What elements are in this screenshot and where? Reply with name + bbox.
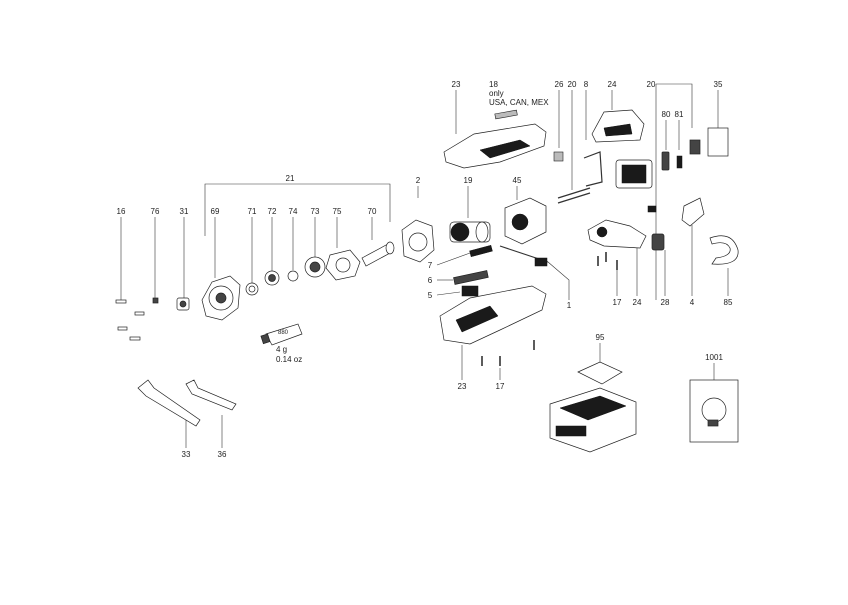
part-26-shape — [553, 151, 564, 162]
housing-top-23-shape — [443, 123, 547, 169]
screw-76-shape — [152, 297, 159, 304]
label-21: 21 — [286, 174, 295, 183]
switch-6-shape — [453, 270, 489, 285]
rods-20-shape — [557, 187, 591, 204]
label-36: 36 — [218, 450, 227, 459]
flange-75-shape — [325, 249, 361, 281]
part-4-shape — [681, 197, 705, 227]
note-only: only — [489, 89, 504, 98]
cover-24-top-shape — [591, 109, 645, 143]
screws-17-bot-shape — [481, 340, 535, 366]
part-80-shape — [661, 151, 670, 171]
rotor-19-shape — [449, 221, 491, 243]
parts — [115, 109, 739, 453]
label-19: 19 — [464, 176, 473, 185]
part-81-shape — [676, 155, 683, 169]
part-20-right-shape — [689, 139, 701, 155]
label-81: 81 — [675, 110, 684, 119]
label-20-a: 20 — [568, 80, 577, 89]
label-6: 6 — [428, 276, 433, 285]
label-28: 28 — [661, 298, 670, 307]
screw-16-shape — [115, 299, 145, 341]
housing-bottom-23-shape — [439, 285, 547, 345]
label-75: 75 — [333, 207, 342, 216]
leader-lines — [120, 83, 729, 448]
label-95: 95 — [596, 333, 605, 342]
label-4: 4 — [690, 298, 695, 307]
label-23-top: 23 — [452, 80, 461, 89]
part-5-shape — [461, 285, 479, 297]
label-18: 18 — [489, 80, 498, 89]
label-76: 76 — [151, 207, 160, 216]
cover-24-mid-shape — [587, 219, 647, 249]
label-35: 35 — [714, 80, 723, 89]
label-24-mid: 24 — [633, 298, 642, 307]
label-33: 33 — [182, 450, 191, 459]
label-85: 85 — [724, 298, 733, 307]
stator-45-shape — [504, 197, 547, 245]
label-80: 80 — [662, 110, 671, 119]
note-grease-oz: 0.14 oz — [276, 355, 302, 364]
label-18-shape — [494, 109, 518, 120]
label-26: 26 — [555, 80, 564, 89]
label-31: 31 — [180, 207, 189, 216]
label-5: 5 — [428, 291, 433, 300]
gear-head-69-shape — [201, 275, 241, 321]
label-74: 74 — [289, 207, 298, 216]
label-16: 16 — [117, 207, 126, 216]
screws-17-mid-shape — [597, 252, 618, 270]
label-73: 73 — [311, 207, 320, 216]
label-17-mid: 17 — [613, 298, 622, 307]
wrench-33-shape — [137, 379, 201, 427]
label-1001: 1001 — [705, 353, 723, 362]
label-24-top: 24 — [608, 80, 617, 89]
nut-31-shape — [176, 297, 190, 311]
label-1: 1 — [567, 301, 572, 310]
part-labels: 16 76 31 69 71 72 74 73 75 70 21 2 19 45… — [117, 80, 733, 459]
manual-1001-shape — [689, 379, 739, 443]
motor-flange-2-shape — [401, 219, 435, 263]
sheet-35-shape — [707, 127, 729, 157]
clip-74-shape — [287, 270, 299, 282]
part-28-shape — [651, 233, 665, 251]
note-regions: USA, CAN, MEX — [489, 98, 549, 107]
label-72: 72 — [268, 207, 277, 216]
bearing-73-shape — [304, 256, 326, 278]
label-8: 8 — [584, 80, 589, 89]
label-2: 2 — [416, 176, 421, 185]
pad-95-shape — [577, 361, 623, 385]
label-70: 70 — [368, 207, 377, 216]
grease-tube-label: 880 — [278, 330, 289, 336]
wrench-36-shape — [185, 379, 237, 411]
bumper-85-shape — [709, 235, 739, 265]
bracket-8-shape — [583, 151, 603, 187]
label-45: 45 — [513, 176, 522, 185]
label-23-bot: 23 — [458, 382, 467, 391]
label-20-b: 20 — [647, 80, 656, 89]
cable-1-shape — [499, 245, 549, 267]
label-71: 71 — [248, 207, 257, 216]
grease-tube-shape — [260, 323, 303, 346]
spindle-70-shape — [361, 241, 395, 267]
label-7: 7 — [428, 261, 433, 270]
electronics-module-shape — [615, 159, 653, 189]
part-7-shape — [469, 244, 493, 258]
label-17-bot: 17 — [496, 382, 505, 391]
label-69: 69 — [211, 207, 220, 216]
note-grease-qty: 4 g — [276, 345, 287, 354]
battery-pack-shape — [549, 387, 637, 453]
